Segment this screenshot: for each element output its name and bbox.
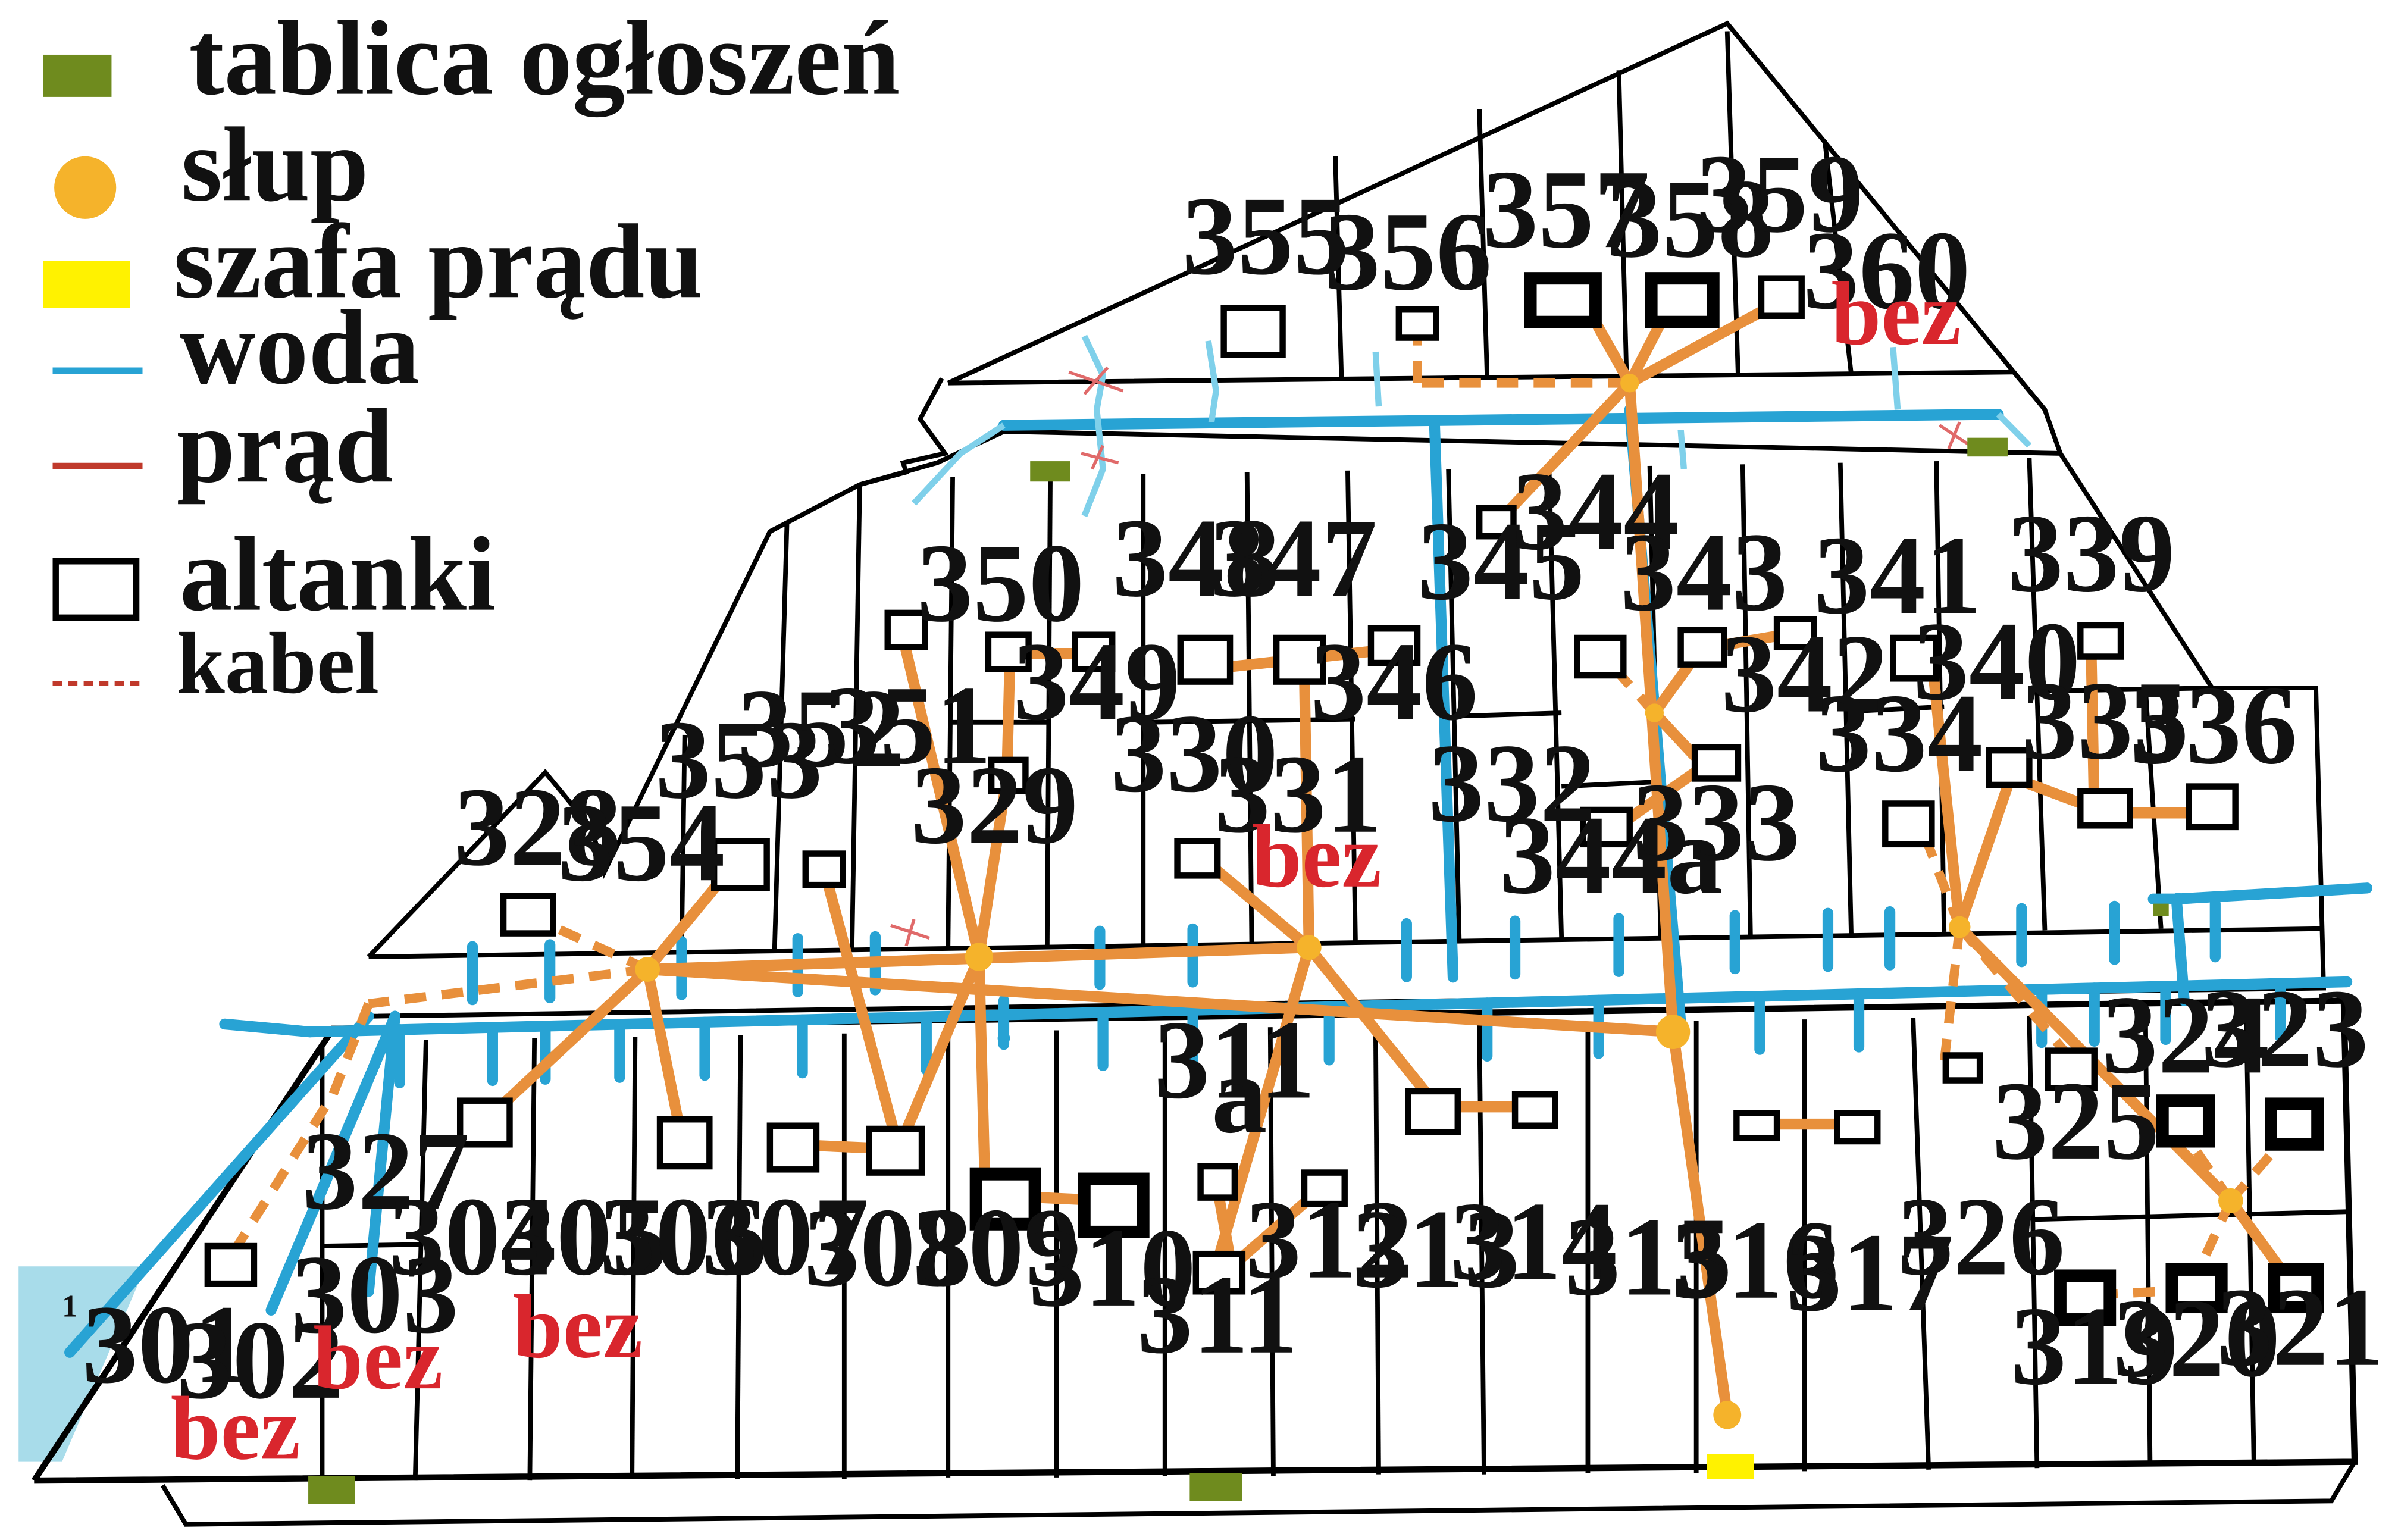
- plot-327: 327: [302, 1108, 469, 1233]
- plot-339: 339: [2008, 490, 2175, 615]
- plot-321: 321: [2217, 1264, 2384, 1389]
- plot-dividers-top: [1333, 31, 1854, 380]
- pond-label: 1: [62, 1289, 77, 1323]
- arbors: [204, 272, 2324, 1326]
- plot-311: 311: [1137, 1252, 1298, 1377]
- plot-312: 312: [1245, 1177, 1413, 1302]
- legend-arbor-swatch: [52, 558, 140, 621]
- legend-arbor-label: altanki: [180, 516, 496, 633]
- plot-328: 328: [454, 764, 621, 889]
- plot-350: 350: [917, 520, 1084, 645]
- plot-333: 333: [1633, 759, 1800, 884]
- plot-334: 334: [1815, 671, 1983, 796]
- plot-326: 326: [1898, 1174, 2065, 1299]
- plot-344a: 344a: [1499, 792, 1723, 917]
- legend-board-swatch: [43, 54, 112, 97]
- plot-331: 331: [1214, 731, 1382, 856]
- legend: tablica ogłoszeń słup szafa prądu woda p…: [43, 0, 900, 712]
- plot-labels: 301 302 303 327 304 305 306 307 308 309 …: [82, 131, 2384, 1422]
- plot-324: 324: [2102, 972, 2269, 1097]
- notice-boards: [308, 437, 2169, 1504]
- plot-303: 303: [291, 1232, 458, 1357]
- plot-346: 346: [1310, 619, 1477, 744]
- plot-341: 341: [1814, 512, 1981, 637]
- plot-315: 315: [1564, 1194, 1732, 1319]
- plot-345: 345: [1417, 499, 1585, 624]
- plot-301: 301: [82, 1282, 249, 1407]
- legend-cable-label: kabel: [177, 614, 379, 712]
- plot-305: 305: [500, 1174, 668, 1299]
- plot-329: 329: [911, 742, 1078, 867]
- plot-308: 308: [804, 1185, 971, 1310]
- plot-314: 314: [1450, 1178, 1617, 1303]
- plot-358: 358: [1607, 156, 1774, 281]
- plot-357: 357: [1482, 146, 1649, 271]
- power-cross-marks: [890, 366, 1971, 947]
- plot-352: 352: [737, 666, 904, 791]
- plot-dividers-bottom: [320, 1010, 2349, 1482]
- bez-360: bez: [1832, 263, 1961, 364]
- boundaries: [31, 20, 2358, 1527]
- poles: [635, 373, 2243, 1429]
- plot-325: 325: [1992, 1058, 2159, 1183]
- plot-311a-top: 311: [1154, 997, 1315, 1122]
- bez-302: bez: [171, 1378, 300, 1479]
- plot-323: 323: [2201, 966, 2368, 1091]
- plot-316: 316: [1671, 1197, 1839, 1322]
- plot-359: 359: [1696, 131, 1864, 256]
- plot-310: 310: [1029, 1205, 1196, 1330]
- legend-power-label: prąd: [177, 388, 393, 505]
- plot-313: 313: [1353, 1187, 1520, 1311]
- legend-pole-label: słup: [181, 107, 369, 224]
- plot-330: 330: [1111, 691, 1278, 816]
- legend-cabinet-swatch: [43, 261, 130, 308]
- legend-board-label: tablica ogłoszeń: [189, 0, 900, 117]
- power-cabinet: [1707, 1454, 1754, 1479]
- plot-319: 319: [2011, 1283, 2178, 1408]
- plot-355: 355: [1182, 173, 1349, 298]
- plot-306: 306: [600, 1174, 767, 1299]
- plot-304: 304: [389, 1174, 556, 1299]
- plot-309: 309: [912, 1185, 1079, 1310]
- plot-320: 320: [2113, 1275, 2280, 1400]
- plot-351: 351: [824, 662, 991, 787]
- pond: [18, 1266, 146, 1462]
- plot-340: 340: [1913, 599, 2080, 724]
- plot-335: 335: [2021, 658, 2189, 783]
- plot-354: 354: [558, 780, 725, 904]
- plot-332: 332: [1428, 721, 1595, 846]
- plot-311a-bottom: a: [1211, 1031, 1267, 1156]
- plot-343: 343: [1620, 509, 1787, 634]
- bez-303: bez: [313, 1308, 443, 1408]
- plot-344: 344: [1512, 448, 1679, 573]
- plot-342: 342: [1721, 611, 1888, 736]
- plot-307: 307: [702, 1174, 869, 1299]
- bez-markers: bez bez bez bez bez: [171, 263, 1961, 1478]
- plot-356: 356: [1325, 189, 1492, 314]
- plot-353: 353: [655, 697, 822, 822]
- legend-pole-swatch: [54, 156, 117, 219]
- plot-302: 302: [177, 1297, 344, 1422]
- bez-331: bez: [1252, 806, 1382, 906]
- plot-347: 347: [1210, 495, 1377, 620]
- bez-305: bez: [513, 1276, 643, 1377]
- plot-349: 349: [1013, 619, 1181, 744]
- legend-cabinet-label: szafa prądu: [174, 203, 703, 320]
- plot-360: 360: [1803, 208, 1970, 333]
- plot-336: 336: [2130, 662, 2297, 787]
- plot-dividers-middle: [679, 458, 2212, 953]
- legend-water-label: woda: [180, 289, 420, 406]
- plot-348: 348: [1112, 495, 1279, 620]
- plot-317: 317: [1786, 1210, 1954, 1335]
